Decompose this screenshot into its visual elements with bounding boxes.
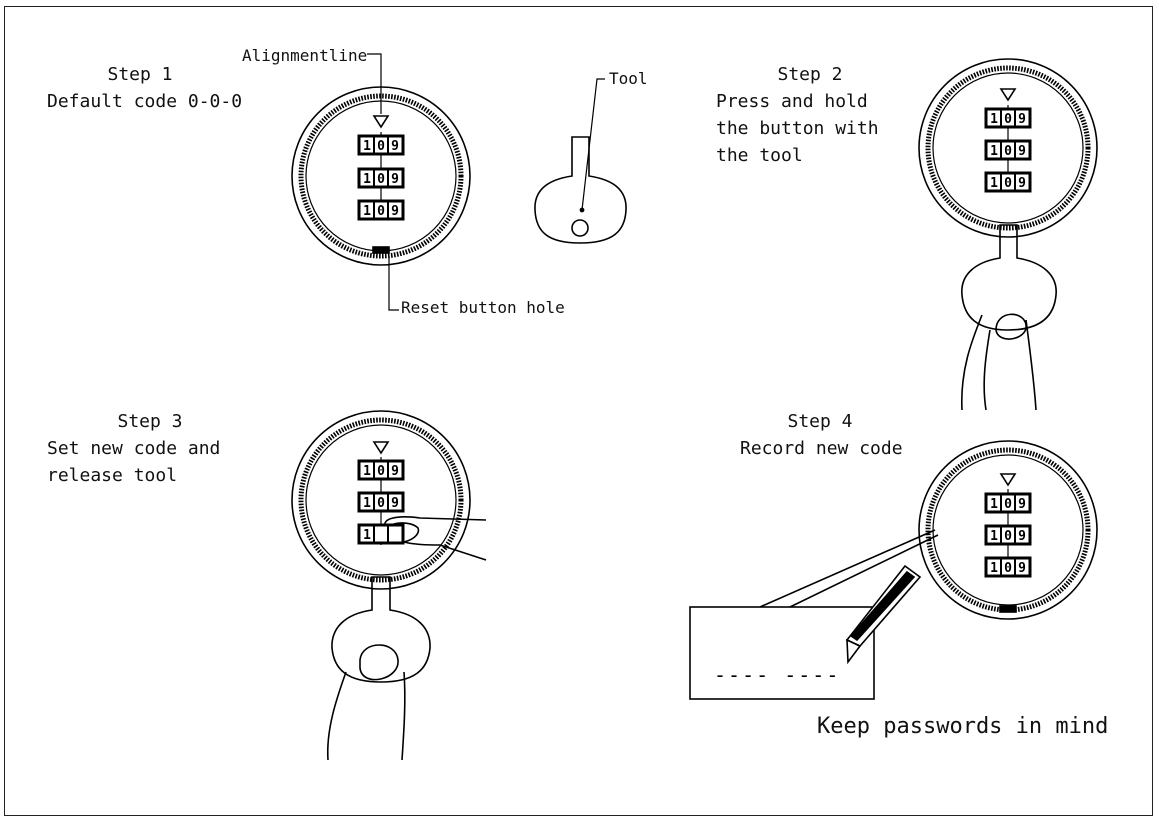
digit: 0 bbox=[1004, 561, 1012, 576]
alignment-triangle-icon bbox=[372, 115, 390, 129]
digit: 0 bbox=[1004, 529, 1012, 544]
digit: 0 bbox=[1004, 144, 1012, 159]
hand-icon bbox=[326, 576, 431, 761]
digit: 1 bbox=[363, 496, 371, 511]
step2-desc-line-2: the button with bbox=[716, 118, 879, 139]
tool-icon bbox=[534, 78, 627, 244]
digit: 1 bbox=[990, 529, 998, 544]
digit: 9 bbox=[1018, 144, 1026, 159]
step4-desc: Record new code bbox=[740, 438, 903, 459]
digit: 0 bbox=[377, 464, 385, 479]
digit: 0 bbox=[377, 172, 385, 187]
digit: 0 bbox=[377, 204, 385, 219]
digit: 0 bbox=[377, 496, 385, 511]
note-code-placeholder: ---- ---- bbox=[714, 663, 840, 687]
digit: 0 bbox=[1004, 112, 1012, 127]
digit: 1 bbox=[990, 561, 998, 576]
digit: 9 bbox=[1018, 529, 1026, 544]
digit: 9 bbox=[391, 496, 399, 511]
digit: 1 bbox=[363, 204, 371, 219]
step2-title: Step 2 bbox=[777, 64, 843, 85]
step1-title: Step 1 bbox=[107, 64, 173, 85]
step2-desc-line-3: the tool bbox=[716, 145, 803, 166]
alignment-triangle-icon bbox=[999, 473, 1017, 487]
hand-icon bbox=[961, 224, 1057, 411]
step1-wheel-digits: 1 0 9 1 0 9 1 0 9 bbox=[363, 139, 399, 219]
digit: 9 bbox=[1018, 112, 1026, 127]
digit: 9 bbox=[391, 464, 399, 479]
digit: 1 bbox=[990, 112, 998, 127]
digit: 1 bbox=[363, 139, 371, 154]
digit: 1 bbox=[363, 172, 371, 187]
step3-desc-line-2: release tool bbox=[47, 465, 178, 486]
step3-desc-line-1: Set new code and bbox=[47, 438, 221, 459]
digit: 9 bbox=[391, 204, 399, 219]
alignment-triangle-icon bbox=[999, 88, 1017, 102]
digit: 0 bbox=[377, 139, 385, 154]
digit: 1 bbox=[363, 464, 371, 479]
diagram-frame bbox=[4, 6, 1153, 816]
step4-wheel-digits: 1 0 9 1 0 9 1 0 9 bbox=[990, 497, 1026, 576]
digit: 1 bbox=[990, 176, 998, 191]
digit: 0 bbox=[1004, 497, 1012, 512]
alignment-triangle-icon bbox=[372, 441, 390, 455]
step1-desc: Default code 0-0-0 bbox=[47, 91, 243, 112]
digit: 9 bbox=[1018, 176, 1026, 191]
footer-note: Keep passwords in mind bbox=[817, 714, 1109, 739]
digit: 1 bbox=[363, 528, 371, 543]
digit: 9 bbox=[391, 172, 399, 187]
digit: 0 bbox=[1004, 176, 1012, 191]
digit: 1 bbox=[990, 144, 998, 159]
callout-reset-button-hole: Reset button hole bbox=[401, 298, 565, 317]
step3-wheel-digits: 1 0 9 1 0 9 1 bbox=[363, 464, 399, 543]
callout-tool: Tool bbox=[609, 69, 648, 88]
digit: 9 bbox=[1018, 497, 1026, 512]
step3-dial bbox=[291, 410, 471, 590]
step3-title: Step 3 bbox=[117, 411, 183, 432]
callout-alignmentline: Alignmentline bbox=[242, 46, 368, 65]
step2-wheel-digits: 1 0 9 1 0 9 1 0 9 bbox=[990, 112, 1026, 191]
step2-desc-line-1: Press and hold bbox=[716, 91, 868, 112]
digit: 9 bbox=[1018, 561, 1026, 576]
step4-title: Step 4 bbox=[787, 411, 853, 432]
digit: 1 bbox=[990, 497, 998, 512]
digit: 9 bbox=[391, 139, 399, 154]
note-card-icon bbox=[689, 529, 939, 700]
pencil-icon bbox=[845, 564, 922, 665]
